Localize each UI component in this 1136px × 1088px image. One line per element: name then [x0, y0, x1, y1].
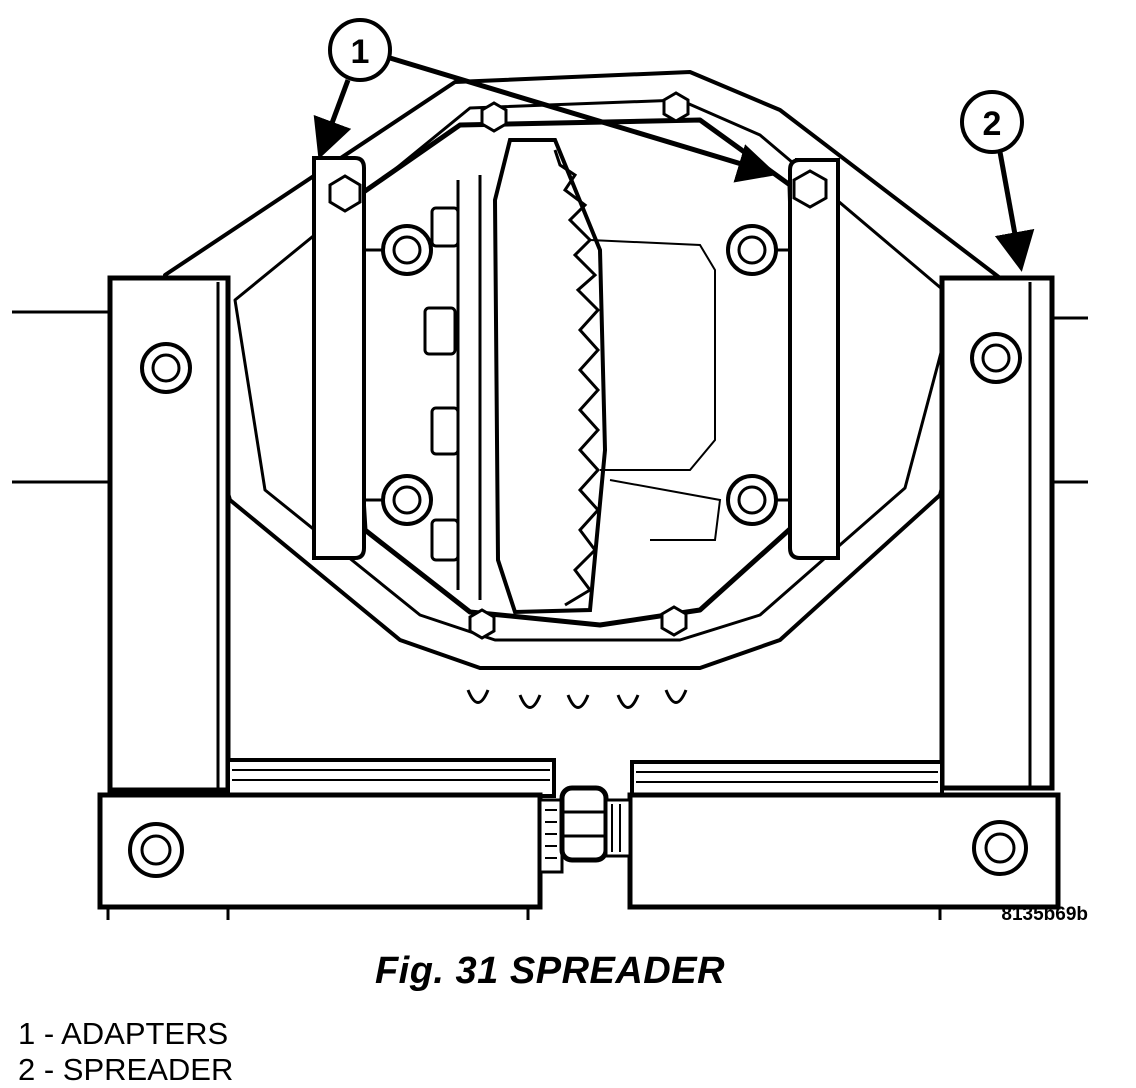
callout-1-number: 1	[351, 33, 370, 71]
callout-2-number: 2	[983, 105, 1002, 143]
spreader-crossbar-rails	[226, 758, 944, 798]
ring-gear-bolts	[423, 206, 460, 562]
legend: 1 - ADAPTERS 2 - SPREADER	[18, 1016, 233, 1088]
axle-tubes	[12, 310, 1088, 484]
legend-item-adapters: 1 - ADAPTERS	[18, 1016, 229, 1051]
turnbuckle	[538, 785, 632, 874]
lower-teeth	[466, 689, 688, 709]
spreader-left-arm	[107, 275, 231, 793]
spreader-crossbar-blocks	[97, 792, 1061, 920]
spreader-right-arm	[939, 275, 1055, 791]
spreader-illustration: 1 2 8135b69b	[12, 18, 1088, 925]
legend-item-spreader: 2 - SPREADER	[18, 1052, 234, 1087]
drawing-id: 8135b69b	[1001, 904, 1088, 925]
callout-1: 1	[313, 18, 778, 183]
figure-caption: Fig. 31 SPREADER	[374, 950, 726, 992]
callout-2: 2	[960, 90, 1035, 272]
adapter-left	[312, 156, 433, 560]
adapter-right	[726, 158, 840, 560]
